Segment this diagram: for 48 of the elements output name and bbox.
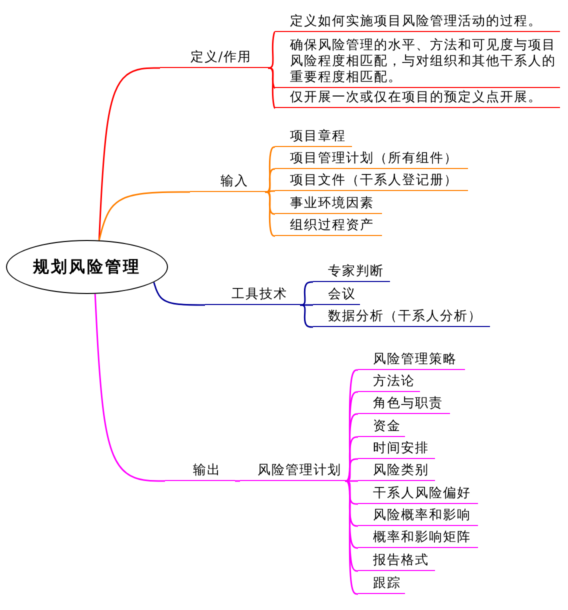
topic-item: 时间安排: [358, 440, 435, 459]
branch-line: [98, 67, 160, 240]
branch-line: [265, 191, 276, 215]
central-topic-ellipse: 规划风险管理: [6, 240, 168, 294]
branch-line: [345, 436, 358, 482]
branch-line: [265, 146, 276, 193]
branch-line: [300, 304, 313, 328]
topic-item: 干系人风险偏好: [358, 485, 478, 504]
topic-item: 资金: [358, 418, 405, 437]
branch-line: [344, 369, 358, 482]
topic-item: 仅开展一次或仅在项目的预定义点开展。: [275, 88, 560, 108]
branch-line: [345, 480, 358, 527]
topic-item: 会议: [313, 287, 360, 305]
branch-line: [268, 31, 276, 69]
topic-item: 跟踪: [358, 575, 405, 594]
topic-item: 风险概率和影响: [358, 507, 478, 526]
topic-item: 方法论: [358, 373, 420, 392]
branch-line: [98, 191, 190, 240]
topic-item: 报告格式: [358, 552, 435, 571]
topic-item: 项目管理计划（所有组件）: [275, 151, 468, 169]
topic-item: 确保风险管理的水平、方法和可见度与项目风险程度相匹配，与对组织和其他干系人的重要程度相匹配。: [275, 36, 560, 88]
branch-line: [344, 413, 358, 482]
topic-item: 项目章程: [275, 129, 352, 147]
branch-line: [344, 480, 358, 595]
branch-line: [265, 191, 276, 237]
topic-item: 风险管理策略: [358, 351, 465, 370]
branch-line: [268, 67, 276, 89]
topic-item: 组织过程资产: [275, 218, 382, 236]
branch-line: [94, 294, 165, 482]
branch-topic: 定义/作用: [160, 46, 268, 68]
branch-topic: 风险管理计划: [240, 458, 345, 481]
branch-line: [234, 480, 240, 482]
branch-topic: 工具技术: [205, 280, 300, 305]
branch-line: [268, 67, 276, 109]
topic-item: 专家判断: [313, 264, 390, 282]
topic-item: 数据分析（干系人分析）: [313, 309, 490, 327]
branch-line: [265, 168, 276, 193]
topic-item: 项目文件（干系人登记册）: [275, 173, 468, 191]
topic-item: 事业环境因素: [275, 196, 382, 214]
branch-line: [344, 391, 358, 482]
topic-item: 风险类别: [358, 462, 435, 481]
branch-line: [153, 282, 205, 306]
topic-item: 角色与职责: [358, 395, 450, 414]
branch-topic: 输入: [190, 170, 265, 192]
branch-line: [265, 190, 275, 193]
topic-item: 定义如何实施项目风险管理活动的过程。: [275, 12, 560, 32]
branch-topic: 输出: [165, 458, 235, 481]
topic-item: 概率和影响矩阵: [358, 529, 478, 548]
